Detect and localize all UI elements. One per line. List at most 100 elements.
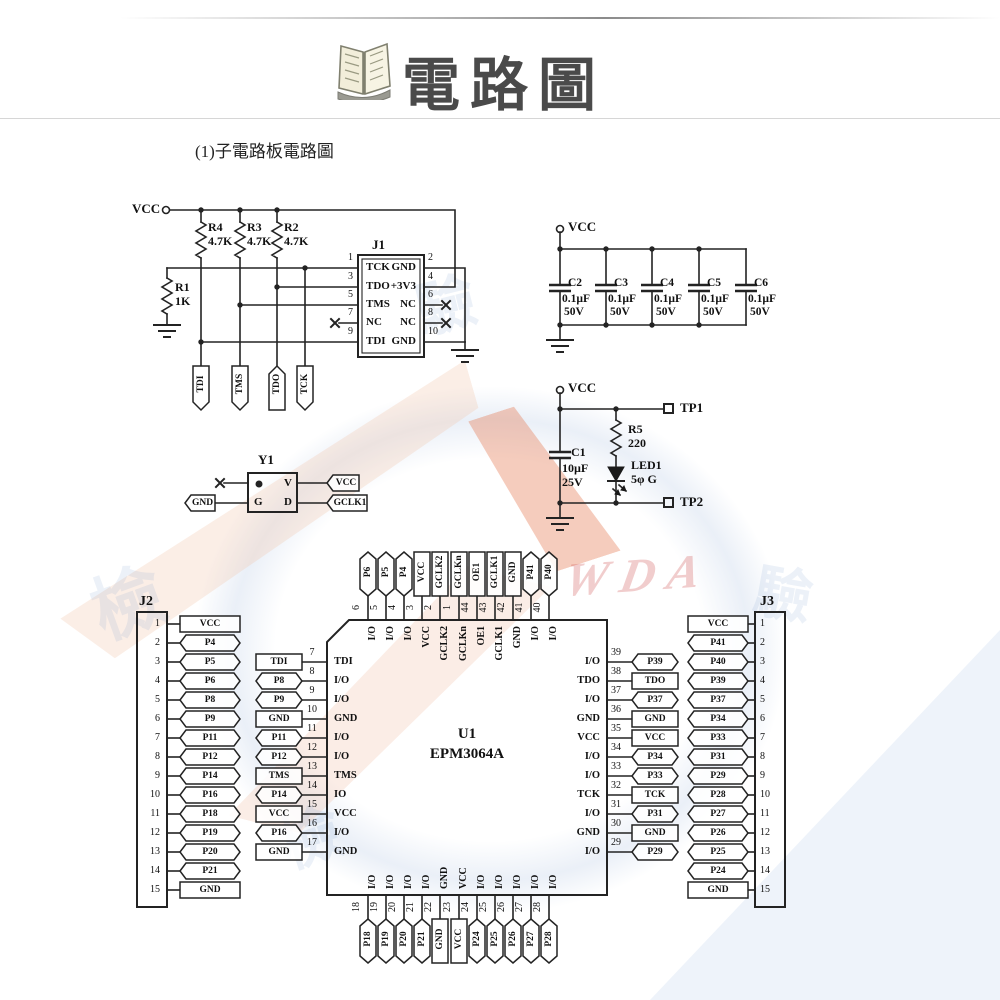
u1-inner-label: GCLK1 [494, 626, 505, 661]
pullup-value: 4.7K [284, 234, 309, 248]
net-tag-label: VCC [268, 809, 290, 819]
junction-dot [649, 246, 655, 252]
tp1-label: TP1 [680, 400, 704, 415]
net-tag [255, 653, 303, 671]
net-tag-label: VCC [644, 733, 666, 743]
r5-value: 220 [628, 436, 646, 450]
wire [423, 267, 466, 343]
j1-ref: J1 [372, 237, 385, 252]
j3-pin-number: 9 [760, 770, 765, 781]
u1-inner-label: I/O [584, 808, 600, 819]
junction-dot [557, 322, 563, 328]
u1-inner-label: I/O [385, 874, 396, 889]
u1-inner-label: I/O [367, 626, 378, 641]
net-tag-label: P34 [710, 714, 726, 724]
j2-pin-number: 13 [150, 846, 160, 857]
u1-inner-label: TCK [577, 789, 600, 800]
y1-pin-v: V [284, 477, 292, 489]
net-tag-label: GND [707, 885, 729, 895]
net-tag-label: P21 [202, 866, 218, 876]
j2-pin-number: 14 [150, 865, 160, 876]
u1-pin-number: 41 [514, 602, 525, 613]
u1-pin-number: 30 [611, 818, 621, 829]
net-tag [468, 918, 486, 964]
net-tag-label: GCLK2 [435, 555, 445, 589]
net-tag [255, 843, 303, 861]
net-tag [255, 805, 303, 823]
j2-pin-number: 1 [155, 618, 160, 629]
net-tag-label: P37 [710, 695, 726, 705]
net-tag [631, 729, 679, 747]
net-tag [179, 824, 241, 842]
j2-connector-box [136, 611, 168, 908]
u1-pin-number: 15 [307, 799, 317, 810]
net-tag-label: VCC [199, 619, 221, 629]
u1-pin-number: 18 [351, 902, 362, 912]
u1-inner-label: GND [334, 713, 358, 724]
resistor-symbol [160, 276, 174, 316]
net-tag [468, 551, 486, 597]
u1-pin-number: 33 [611, 761, 621, 772]
pullup-value: 4.7K [247, 234, 272, 248]
net-tag [431, 551, 449, 597]
cap-volt: 50V [656, 306, 676, 318]
u1-inner-label: I/O [476, 874, 487, 889]
net-tag [687, 634, 749, 652]
net-tag-label: GND [268, 847, 290, 857]
net-tag-label: P25 [490, 931, 500, 947]
j3-pin-number: 14 [760, 865, 770, 876]
net-tag [359, 918, 377, 964]
u1-inner-label: VCC [421, 626, 432, 648]
u1-pin-number: 1 [442, 605, 453, 610]
net-tag-label: P29 [647, 847, 663, 857]
net-tag [540, 551, 558, 597]
j3-pin-number: 13 [760, 846, 770, 857]
pullup-value: 4.7K [208, 234, 233, 248]
y1-gclk1-flag [326, 494, 368, 512]
net-tag-label: P9 [273, 695, 285, 705]
net-tag [255, 786, 303, 804]
y1-flag-vcc: VCC [335, 478, 357, 488]
net-tag [631, 824, 679, 842]
net-tag [179, 786, 241, 804]
net-tag-label: GCLK1 [490, 555, 500, 589]
j2-pin-number: 11 [150, 808, 160, 819]
net-tag-label: P41 [710, 638, 726, 648]
jtag-flag [296, 365, 314, 412]
cap-value: 0.1µF [608, 293, 637, 305]
net-tag-label: P8 [204, 695, 216, 705]
net-tag [631, 843, 679, 861]
u1-pin-number: 9 [309, 685, 315, 696]
j3-pin-number: 11 [760, 808, 770, 819]
junction-dot [198, 207, 204, 213]
c1-volt: 25V [562, 475, 583, 489]
net-tag [522, 918, 540, 964]
cap-value: 0.1µF [748, 293, 777, 305]
j1-pin-name: +3V3 [390, 280, 416, 292]
net-tag [687, 710, 749, 728]
net-tag [687, 767, 749, 785]
junction-dot [696, 246, 702, 252]
net-tag-label: P41 [526, 564, 536, 580]
junction-dot [603, 322, 609, 328]
jtag-flag-label: TDO [272, 373, 282, 395]
j1-connector-inner [361, 258, 421, 354]
net-tag [687, 653, 749, 671]
u1-pin-number: 22 [423, 902, 434, 912]
top-divider [120, 17, 1000, 19]
net-tag [687, 691, 749, 709]
net-tag-label: VCC [454, 928, 464, 950]
net-tag-label: GND [644, 828, 666, 838]
u1-pin-number: 25 [478, 902, 489, 912]
net-tag-label: P6 [363, 566, 373, 578]
j1-pin-name: GND [391, 335, 416, 347]
j1-pin-number: 4 [428, 271, 433, 282]
u1-inner-label: OE1 [476, 626, 487, 646]
u1-pin-number: 7 [309, 647, 315, 658]
net-tag [179, 862, 241, 880]
u1-pin-number: 5 [369, 605, 380, 610]
u1-pin-number: 34 [611, 742, 621, 753]
no-connect-x [440, 317, 452, 329]
net-tag-label: P5 [204, 657, 216, 667]
